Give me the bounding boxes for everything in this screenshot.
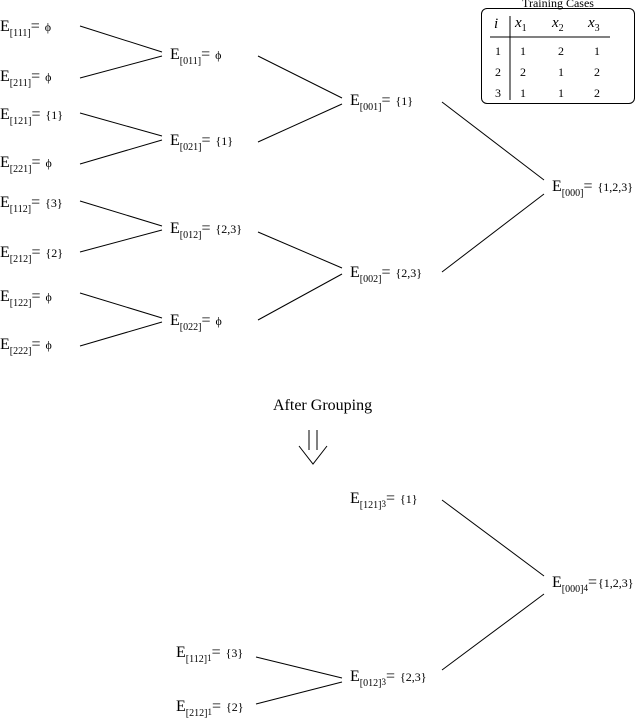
node-e000-root: E[000]= {1,2,3} bbox=[552, 178, 634, 199]
node-e112: E[112]= {3} bbox=[0, 194, 63, 215]
col-header-x3: x3 bbox=[588, 15, 600, 34]
table-cell: 1 bbox=[520, 44, 526, 58]
table-cell: 2 bbox=[520, 65, 526, 79]
after-grouping-caption: After Grouping bbox=[273, 397, 373, 414]
node-e122: E[122]= ϕ bbox=[0, 288, 52, 309]
node-e212-grouped: E[212]1= {2} bbox=[176, 698, 244, 719]
col-header-x1: x1 bbox=[515, 15, 527, 34]
node-e021: E[021]= {1} bbox=[170, 132, 234, 153]
training-cases-box bbox=[481, 8, 635, 104]
edge-112-012 bbox=[79, 200, 163, 227]
table-cell: 2 bbox=[594, 65, 600, 79]
edge-121b-000b bbox=[441, 499, 545, 577]
training-cases-title: Training Cases bbox=[522, 0, 594, 10]
edge-121-021 bbox=[79, 112, 163, 137]
node-e112-grouped: E[112]1= {3} bbox=[176, 644, 244, 665]
edge-111-011 bbox=[79, 25, 163, 53]
edge-122-022 bbox=[79, 292, 163, 319]
table-cell: 1 bbox=[495, 44, 501, 58]
table-cell: 1 bbox=[594, 44, 600, 58]
table-cell: 1 bbox=[520, 86, 526, 100]
table-lines bbox=[490, 16, 610, 100]
node-e012-grouped: E[012]3= {2,3} bbox=[350, 668, 427, 689]
node-e121: E[121]= {1} bbox=[0, 106, 64, 127]
node-e022: E[022]= ϕ bbox=[170, 312, 222, 333]
node-e211: E[211]= ϕ bbox=[0, 68, 52, 89]
edge-222-022 bbox=[79, 321, 163, 347]
table-cell: 2 bbox=[495, 65, 501, 79]
col-header-i: i bbox=[494, 16, 499, 32]
node-e000-grouped-root: E[000]4={1,2,3} bbox=[552, 574, 634, 595]
table-cell: 3 bbox=[495, 86, 501, 100]
edge-021-001 bbox=[257, 103, 343, 143]
edge-011-001 bbox=[257, 55, 343, 99]
table-cell: 2 bbox=[558, 44, 564, 58]
edge-112b-012b bbox=[255, 656, 343, 679]
edge-002-000 bbox=[441, 193, 545, 273]
edge-221-021 bbox=[79, 139, 163, 165]
node-e121-grouped: E[121]3= {1} bbox=[350, 490, 418, 511]
table-cell: 1 bbox=[558, 86, 564, 100]
table-cell: 2 bbox=[594, 86, 600, 100]
edge-022-002 bbox=[257, 273, 343, 321]
edge-001-000 bbox=[441, 101, 545, 181]
table-cell: 1 bbox=[558, 65, 564, 79]
edge-012b-000b bbox=[441, 593, 545, 671]
node-e012: E[012]= {2,3} bbox=[170, 220, 243, 241]
node-e002: E[002]= {2,3} bbox=[350, 264, 423, 285]
edge-211-011 bbox=[79, 55, 163, 79]
node-e222: E[222]= ϕ bbox=[0, 336, 52, 357]
node-e111: E[111]= ϕ bbox=[0, 18, 52, 39]
top-tree-edges bbox=[79, 25, 545, 347]
edge-012-002 bbox=[257, 231, 343, 269]
node-e212: E[212]= {2} bbox=[0, 244, 64, 265]
edge-212b-012b bbox=[255, 681, 343, 705]
node-e221: E[221]= ϕ bbox=[0, 154, 52, 175]
node-e011: E[011]= ϕ bbox=[170, 46, 222, 67]
edge-212-012 bbox=[79, 229, 163, 253]
node-e001: E[001]= {1} bbox=[350, 92, 414, 113]
down-double-arrow-icon bbox=[298, 430, 328, 465]
col-header-x2: x2 bbox=[552, 15, 564, 34]
bottom-tree-edges bbox=[255, 499, 545, 705]
